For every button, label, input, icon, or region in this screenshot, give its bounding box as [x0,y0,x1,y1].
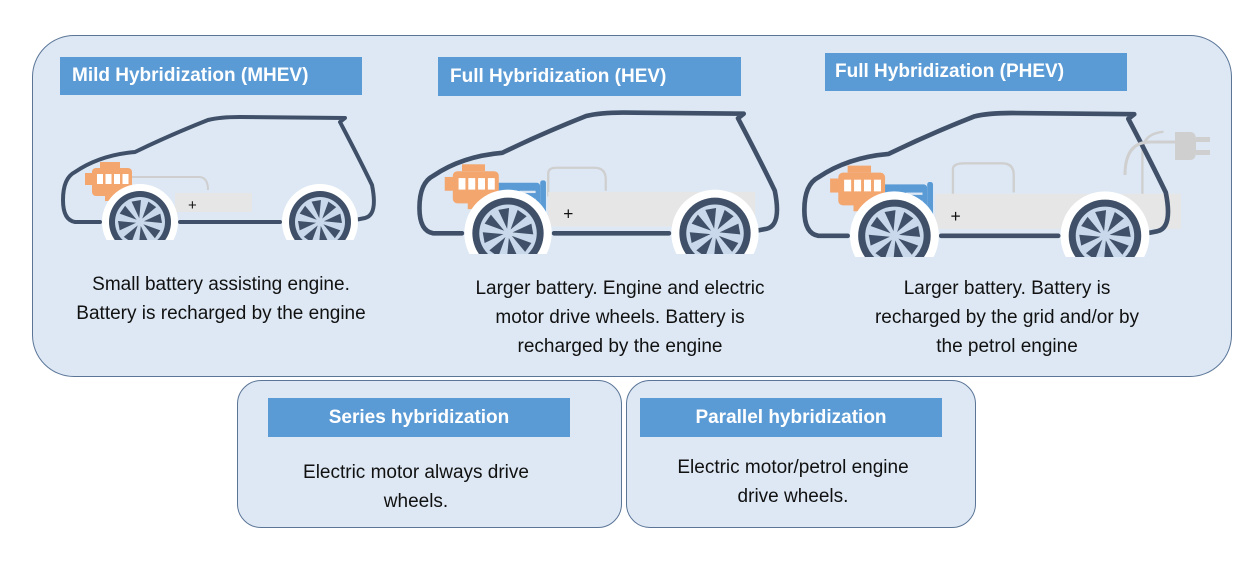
series-text: Electric motor always drive wheels. [237,458,595,516]
car-body-outline [61,115,376,224]
wheel-icon [1060,191,1150,257]
phev-caption: Larger battery. Battery is recharged by … [827,274,1187,361]
caption-line: motor drive wheels. Battery is [495,307,745,328]
battery-icon [175,193,252,212]
caption-line: recharged by the engine [517,336,723,357]
car-body-outline [417,110,780,236]
mhev-header: Mild Hybridization (MHEV) [60,57,362,95]
battery-plus-sign: + [188,197,197,214]
text-line: wheels. [383,491,449,512]
wheel-icon [102,184,178,240]
wheel-icon [464,189,552,254]
caption-line: the petrol engine [936,336,1078,357]
caption-line: Small battery assisting engine. [92,274,350,295]
battery-plus-sign: + [951,206,961,226]
mhev-caption: Small battery assisting engine. Battery … [50,270,392,328]
hev-header: Full Hybridization (HEV) [438,57,741,96]
caption-line: Battery is recharged by the engine [76,303,366,324]
hev-car-illustration: + [417,110,780,254]
caption-line: Larger battery. Engine and electric [475,278,765,299]
text-line: Electric motor always drive [303,462,529,483]
phev-car-illustration: + [802,110,1181,257]
text-line: Electric motor/petrol engine [677,457,909,478]
wheel-icon [282,184,358,240]
wheel-icon [849,191,939,257]
series-header: Series hybridization [268,398,570,437]
phev-header: Full Hybridization (PHEV) [825,53,1127,91]
caption-line: recharged by the grid and/or by [874,307,1140,328]
hev-caption: Larger battery. Engine and electric moto… [440,274,800,361]
plug-icon [1123,132,1210,176]
caption-line: Larger battery. Battery is [903,278,1111,299]
wheel-icon [671,189,759,254]
car-body-outline [802,110,1171,239]
text-line: drive wheels. [737,486,849,507]
mhev-car-illustration: + [61,115,376,240]
battery-plus-sign: + [563,204,573,224]
parallel-header: Parallel hybridization [640,398,942,437]
parallel-text: Electric motor/petrol engine drive wheel… [626,453,960,511]
